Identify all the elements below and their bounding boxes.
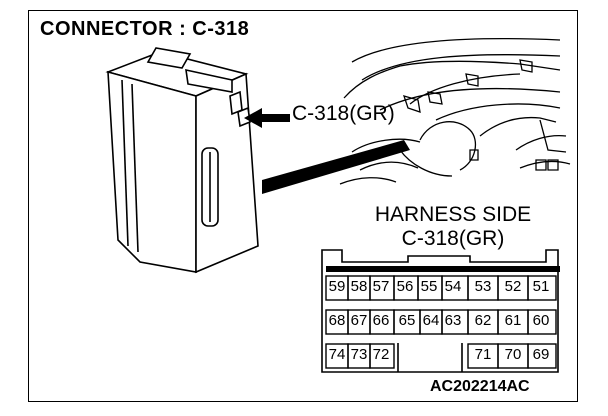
pointer-wedge [262,140,410,194]
connector-title: CONNECTOR : C-318 [40,18,250,40]
ecu-module [105,47,259,274]
pin-63: 63 [444,312,462,329]
pin-73: 73 [350,346,368,363]
pin-56: 56 [396,278,414,295]
pin-57: 57 [372,278,390,295]
pin-64: 64 [422,312,440,329]
pin-66: 66 [372,312,390,329]
pin-52: 52 [504,278,522,295]
pin-65: 65 [398,312,416,329]
harness-side-heading: HARNESS SIDE C-318(GR) [338,203,568,251]
connector-callout-label: C-318(GR) [292,102,395,125]
harness-connector-label: C-318(GR) [401,227,505,250]
pin-cell-borders [325,275,557,369]
pin-54: 54 [444,278,462,295]
pin-68: 68 [328,312,346,329]
pin-67: 67 [350,312,368,329]
pin-51: 51 [532,278,550,295]
connector-outline [321,249,560,373]
pin-58: 58 [350,278,368,295]
pin-72: 72 [372,346,390,363]
harness-side-label: HARNESS SIDE [374,203,532,226]
pin-60: 60 [532,312,550,329]
pin-74: 74 [328,346,346,363]
pin-69: 69 [532,346,550,363]
connector-pin-grid: 59 58 57 56 55 54 53 52 51 68 67 66 65 6… [318,245,564,377]
pin-61: 61 [504,312,522,329]
figure-code: AC202214AC [430,378,530,395]
pin-59: 59 [328,278,346,295]
figure-frame [28,10,578,402]
vehicle-sketch [339,37,571,185]
pin-70: 70 [504,346,522,363]
pin-53: 53 [474,278,492,295]
pin-55: 55 [420,278,438,295]
pin-62: 62 [474,312,492,329]
pin-71: 71 [474,346,492,363]
arrow-to-connector-icon [244,108,290,128]
